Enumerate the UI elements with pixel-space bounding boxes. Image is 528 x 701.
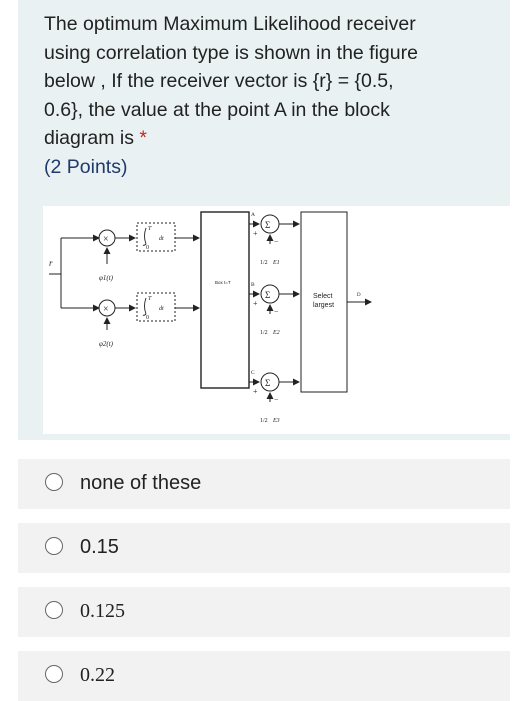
integral-lower: 0 — [146, 245, 149, 251]
e2-label: E2 — [272, 330, 280, 336]
option-0-22[interactable]: 0.22 — [18, 651, 510, 701]
multiply-sign: × — [103, 304, 109, 315]
dt-label: dt — [159, 236, 164, 242]
points-label: (2 Points) — [44, 155, 128, 178]
question-text: The optimum Maximum Likelihood receiver … — [44, 10, 504, 181]
question-line-end: diagram is — [44, 127, 134, 149]
option-0-15[interactable]: 0.15 — [18, 523, 510, 573]
integrator-1 — [136, 222, 176, 252]
radio-circle-icon[interactable] — [45, 601, 63, 619]
e1-label: E1 — [272, 260, 280, 266]
input-label: r — [49, 258, 53, 268]
question-line: diagram is * — [44, 124, 504, 153]
dt-label: dt — [159, 306, 164, 312]
phi1-label: φ1(t) — [99, 274, 114, 282]
option-label: 0.15 — [80, 536, 119, 558]
question-line: 0.6}, the value at the point A in the bl… — [44, 98, 390, 121]
radio-circle-icon[interactable] — [45, 473, 63, 491]
integrator-2 — [136, 292, 176, 322]
multiply-sign: × — [103, 234, 109, 245]
plus-sign: + — [253, 387, 258, 396]
option-none-of-these[interactable]: none of these — [18, 459, 510, 509]
half-label: 1/2 — [260, 418, 268, 424]
option-0-125[interactable]: 0.125 — [18, 587, 510, 637]
e3-label: E3 — [272, 418, 280, 424]
phi2-label: φ2(t) — [99, 340, 114, 348]
select-label-1: Select — [313, 293, 333, 300]
half-label: 1/2 — [260, 260, 268, 266]
minus-sign: − — [274, 237, 279, 246]
option-label: 0.125 — [80, 600, 125, 622]
radio-circle-icon[interactable] — [45, 665, 63, 683]
question-line: The optimum Maximum Likelihood receiver — [44, 13, 416, 35]
radio-circle-icon[interactable] — [45, 537, 63, 555]
sum-sign: Σ — [265, 220, 270, 230]
question-line: using correlation type is shown in the f… — [44, 41, 418, 64]
point-b-label: B — [251, 282, 255, 288]
minus-sign: − — [274, 307, 279, 316]
plus-sign: + — [253, 299, 258, 308]
option-label: none of these — [80, 472, 202, 494]
half-label: 1/2 — [260, 330, 268, 336]
point-a-label: A — [251, 212, 255, 218]
plus-sign: + — [253, 229, 258, 238]
point-d-label: D — [357, 293, 361, 298]
minus-sign: − — [274, 395, 279, 404]
integral-lower: 0 — [146, 315, 149, 321]
option-label: 0.22 — [80, 664, 115, 686]
sum-sign: Σ — [265, 290, 270, 300]
required-marker: * — [139, 127, 147, 149]
integral-upper: T — [148, 226, 152, 232]
question-card: The optimum Maximum Likelihood receiver … — [18, 0, 518, 440]
integral-upper: T — [148, 296, 152, 302]
matrix-box — [200, 211, 250, 389]
block-diagram-svg: r × × φ1(t) φ2(t) T 0 dt T 0 dt Box t=T … — [49, 211, 372, 424]
sum-sign: Σ — [265, 378, 270, 388]
select-label-2: largest — [313, 302, 334, 309]
block-diagram: r × × φ1(t) φ2(t) T 0 dt T 0 dt Box t=T … — [43, 206, 518, 434]
point-c-label: C — [251, 370, 255, 376]
question-line: below , If the receiver vector is {r} = … — [44, 70, 394, 92]
matrix-box-label: Box t=T — [215, 280, 231, 285]
